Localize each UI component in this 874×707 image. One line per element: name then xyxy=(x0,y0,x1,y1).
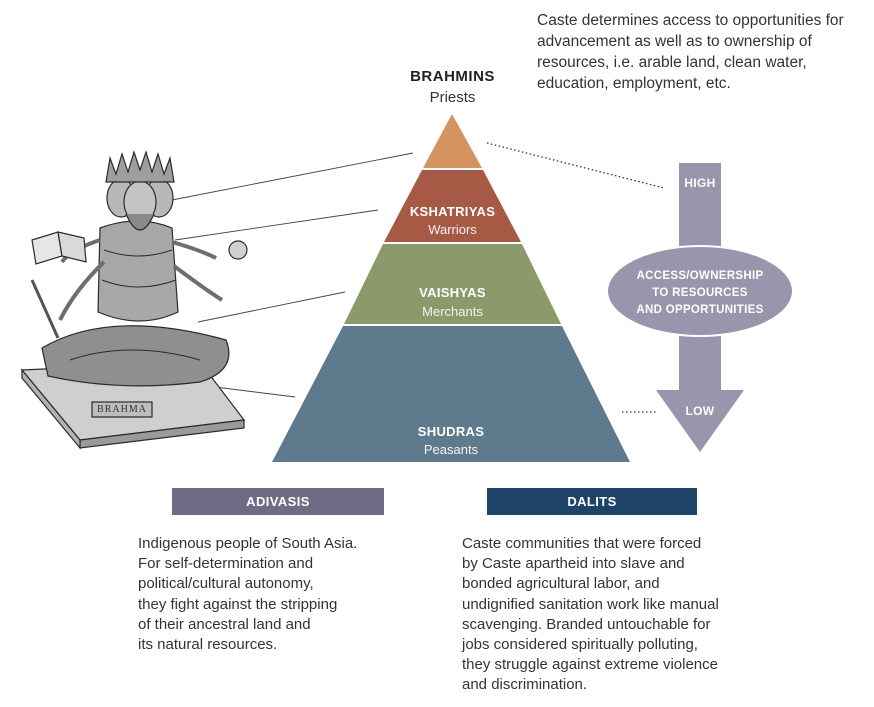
adivasis-line-3: political/cultural autonomy, xyxy=(138,575,314,593)
dalits-label: DALITS xyxy=(487,488,697,515)
arrow-low-label: LOW xyxy=(685,404,715,418)
dalits-line-2: by Caste apartheid into slave and xyxy=(462,555,685,573)
tier-vaishyas-role: Merchants xyxy=(422,304,483,319)
dalits-line-6: jobs considered spiritually polluting, xyxy=(462,636,698,654)
adivasis-line-1: Indigenous people of South Asia. xyxy=(138,535,358,552)
dalits-line-4: undignified sanitation work like manual xyxy=(462,595,719,613)
arrow-center-line-1: ACCESS/OWNERSHIP xyxy=(636,270,764,282)
dotted-connectors xyxy=(486,142,665,413)
adivasis-label: ADIVASIS xyxy=(172,488,384,515)
adivasis-line-4: they fight against the stripping xyxy=(138,595,338,613)
dalits-line-1: Caste communities that were forced xyxy=(462,535,702,552)
tier-brahmins-shape xyxy=(423,114,482,168)
adivasis-description: Indigenous people of South Asia. For sel… xyxy=(138,534,438,655)
dalits-line-8: and discrimination. xyxy=(462,676,588,694)
access-arrow xyxy=(606,163,794,452)
dalits-description: Caste communities that were forced by Ca… xyxy=(462,534,792,696)
arrow-center-line-2: TO RESOURCES xyxy=(652,287,748,299)
arrow-high-label: HIGH xyxy=(684,176,716,190)
tier-shudras-name: SHUDRAS xyxy=(417,424,485,439)
tier-brahmins-role: Priests xyxy=(429,89,476,106)
dalits-line-7: they struggle against extreme violence xyxy=(462,656,718,674)
tier-kshatriyas-role: Warriors xyxy=(428,222,477,237)
adivasis-line-2: For self-determination and xyxy=(138,555,314,573)
tier-shudras-shape xyxy=(272,326,630,462)
arrow-center-label: ACCESS/OWNERSHIP TO RESOURCES AND OPPORT… xyxy=(607,268,793,319)
brahma-plaque-text: BRAHMA xyxy=(97,404,147,415)
tier-kshatriyas-name: KSHATRIYAS xyxy=(409,204,496,219)
adivasis-line-6: its natural resources. xyxy=(138,636,278,654)
intro-text: Caste determines access to opportunities… xyxy=(537,12,844,92)
tier-vaishyas-shape xyxy=(344,244,561,324)
dalits-line-5: scavenging. Branded untouchable for xyxy=(462,615,711,633)
dalits-line-3: bonded agricultural labor, and xyxy=(462,575,660,593)
tier-shudras-role: Peasants xyxy=(423,442,479,457)
arrow-center-line-3: AND OPPORTUNITIES xyxy=(636,304,764,316)
adivasis-line-5: of their ancestral land and xyxy=(138,615,311,633)
tier-kshatriyas-shape xyxy=(384,170,521,242)
brahma-illustration xyxy=(20,150,248,450)
tier-vaishyas-name: VAISHYAS xyxy=(419,285,486,300)
tier-brahmins-name: BRAHMINS xyxy=(410,68,495,85)
